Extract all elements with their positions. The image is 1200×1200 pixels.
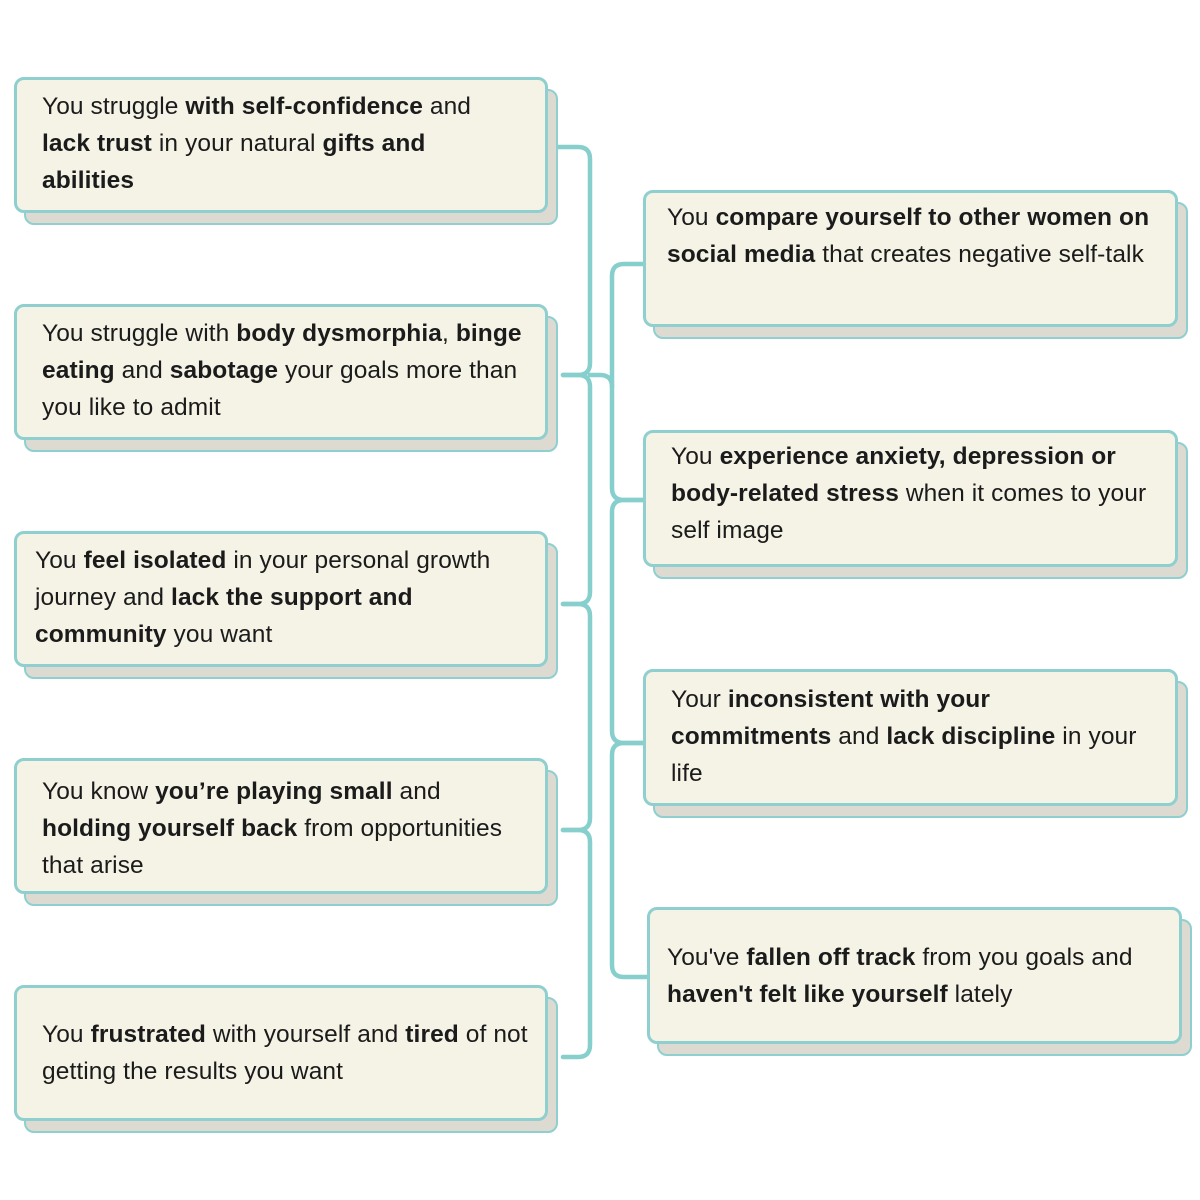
statement-emphasis: holding yourself back xyxy=(42,815,298,842)
box-card xyxy=(643,190,1178,327)
statement-text: Your inconsistent with your commitments … xyxy=(671,681,1141,792)
statement-emphasis: frustrated xyxy=(90,1021,206,1048)
statement-segment: and xyxy=(422,93,472,120)
statement-emphasis: inconsistent with your commitments xyxy=(671,686,991,750)
statement-segment: from opportunities that arise xyxy=(42,815,503,879)
statement-box-anxiety-depression: You experience anxiety, depression or bo… xyxy=(643,430,1188,579)
statement-segment: when it comes to your self image xyxy=(671,480,1147,544)
statement-box-playing-small: You know you’re playing small and holdin… xyxy=(14,758,558,906)
statement-emphasis: lack discipline xyxy=(886,723,1056,750)
statement-segment: You've xyxy=(667,944,747,971)
statement-emphasis: you’re playing small xyxy=(155,778,393,805)
box-card xyxy=(14,758,548,894)
statement-emphasis: experience anxiety, depression or body-r… xyxy=(671,443,1116,507)
statement-emphasis: sabotage xyxy=(169,357,279,384)
box-card xyxy=(647,907,1182,1044)
statement-box-frustrated: You frustrated with yourself and tired o… xyxy=(14,985,558,1133)
statement-emphasis: lack trust xyxy=(42,130,152,157)
connector-right-2 xyxy=(609,497,646,746)
statement-segment: Your xyxy=(671,686,728,713)
statement-segment: , xyxy=(442,320,456,347)
statement-segment: You know xyxy=(42,778,156,805)
statement-segment: You xyxy=(35,547,84,574)
statement-segment: in your life xyxy=(671,723,1137,787)
statement-segment: You struggle with xyxy=(42,320,237,347)
connector-left-2 xyxy=(560,372,593,607)
statement-text: You experience anxiety, depression or bo… xyxy=(671,438,1171,549)
statement-segment: You xyxy=(42,1021,91,1048)
statement-emphasis: with self-confidence xyxy=(185,93,423,120)
statement-emphasis: binge eating xyxy=(42,320,522,384)
box-card xyxy=(643,669,1178,806)
statement-segment: and xyxy=(114,357,170,384)
statement-segment: with yourself and xyxy=(205,1021,406,1048)
statement-segment: and xyxy=(831,723,887,750)
statement-text: You know you’re playing small and holdin… xyxy=(42,773,522,884)
statement-box-compare-yourself: You compare yourself to other women on s… xyxy=(643,190,1188,339)
statement-segment: of not getting the results you want xyxy=(42,1021,528,1085)
statement-box-fallen-off-track: You've fallen off track from you goals a… xyxy=(647,907,1192,1056)
box-card xyxy=(14,531,548,667)
box-card xyxy=(643,430,1178,567)
statement-emphasis: gifts and abilities xyxy=(42,130,426,194)
statement-text: You feel isolated in your personal growt… xyxy=(35,542,515,653)
box-card xyxy=(14,985,548,1121)
statement-emphasis: feel isolated xyxy=(83,547,227,574)
statement-segment: lately xyxy=(947,981,1013,1008)
statement-segment: you want xyxy=(166,621,273,648)
statement-segment: and xyxy=(392,778,441,805)
statement-text: You frustrated with yourself and tired o… xyxy=(42,1016,542,1090)
statement-segment: You struggle xyxy=(42,93,186,120)
statement-text: You've fallen off track from you goals a… xyxy=(667,939,1167,1013)
statement-emphasis: body dysmorphia xyxy=(236,320,442,347)
connector-right-1 xyxy=(609,261,646,503)
statement-segment: from you goals and xyxy=(915,944,1133,971)
statement-emphasis: fallen off track xyxy=(746,944,916,971)
connector-left-4 xyxy=(560,827,593,1060)
statement-segment: in your natural xyxy=(151,130,323,157)
statement-segment: in your personal growth journey and xyxy=(35,547,491,611)
statement-emphasis: lack the support and community xyxy=(35,584,413,648)
statement-segment: You xyxy=(667,204,716,231)
connector-right-3 xyxy=(609,740,650,980)
statement-segment: that creates negative self-talk xyxy=(815,241,1144,268)
statement-box-self-confidence: You struggle with self-confidence and la… xyxy=(14,77,558,225)
statement-text: You struggle with body dysmorphia, binge… xyxy=(42,315,522,426)
statement-box-body-dysmorphia: You struggle with body dysmorphia, binge… xyxy=(14,304,558,452)
statement-segment: You xyxy=(671,443,720,470)
connector-left-3 xyxy=(560,601,593,833)
statement-box-feel-isolated: You feel isolated in your personal growt… xyxy=(14,531,558,679)
statement-text: You compare yourself to other women on s… xyxy=(667,199,1167,273)
statement-emphasis: tired xyxy=(405,1021,459,1048)
statement-segment: your goals more than you like to admit xyxy=(42,357,518,421)
box-card xyxy=(14,77,548,213)
statement-emphasis: haven't felt like yourself xyxy=(667,981,948,1008)
connector-join-top xyxy=(587,372,615,390)
connector-left-1 xyxy=(550,144,593,378)
statement-emphasis: compare yourself to other women on socia… xyxy=(667,204,1150,268)
statement-box-inconsistent: Your inconsistent with your commitments … xyxy=(643,669,1188,818)
statement-text: You struggle with self-confidence and la… xyxy=(42,88,522,199)
box-card xyxy=(14,304,548,440)
